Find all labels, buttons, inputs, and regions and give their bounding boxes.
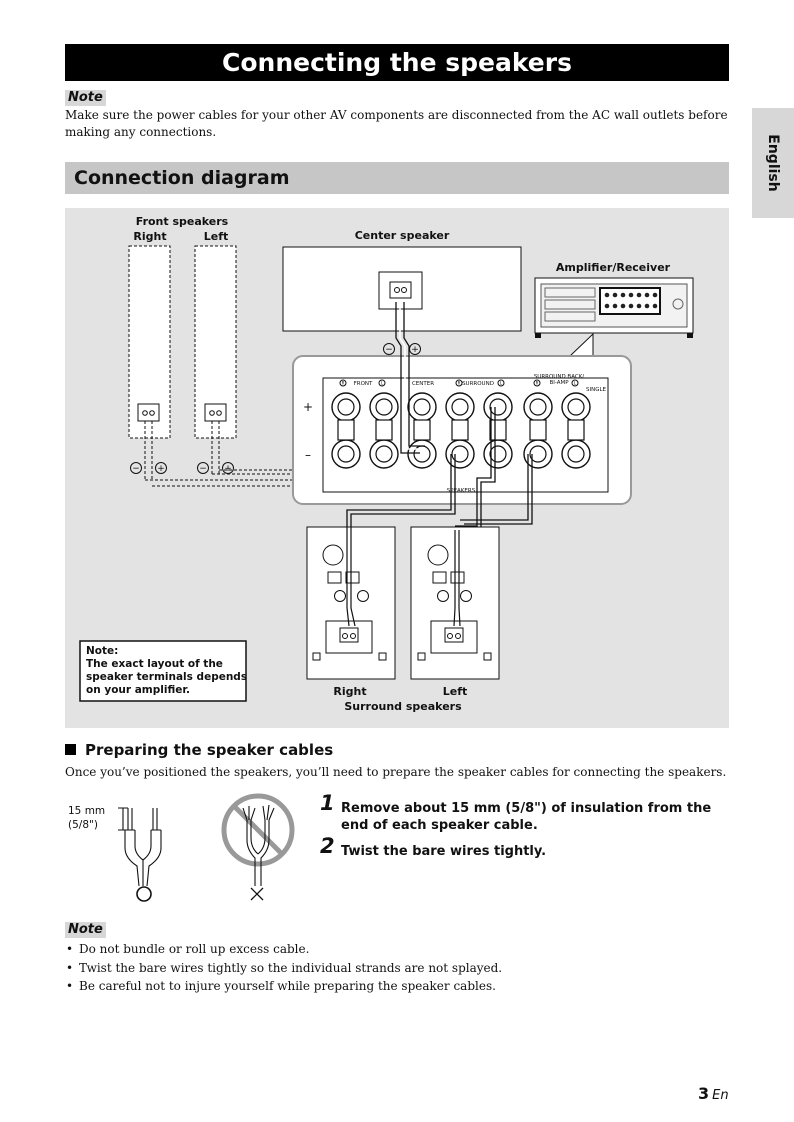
- step-2: 2 Twist the bare wires tightly.: [320, 836, 720, 860]
- l-mark: L: [500, 381, 503, 386]
- svg-text:−: −: [132, 464, 140, 474]
- amplifier-label: Amplifier/Receiver: [556, 261, 671, 274]
- panel-single-label: SINGLE: [586, 387, 607, 393]
- section-header: Connection diagram: [65, 162, 729, 194]
- page-title: Connecting the speakers: [65, 44, 729, 81]
- note-tag: Note: [65, 922, 106, 938]
- list-item: Do not bundle or roll up excess cable.: [65, 940, 502, 959]
- svg-text:−: −: [199, 464, 207, 474]
- step-text: Remove about 15 mm (5/8") of insulation …: [341, 801, 712, 833]
- measure-in: (5/8"): [68, 819, 98, 831]
- r-mark: R: [458, 381, 461, 386]
- plus-sign: +: [303, 400, 313, 414]
- amplifier-receiver: [534, 277, 694, 338]
- surround-left-label: Left: [443, 685, 468, 698]
- note-list: Do not bundle or roll up excess cable. T…: [65, 940, 502, 996]
- measure-mm: 15 mm: [68, 805, 105, 817]
- prep-intro: Once you’ve positioned the speakers, you…: [65, 765, 727, 779]
- inset-note-line: speaker terminals depends: [86, 671, 247, 683]
- cable-prep-illustration: 15 mm (5/8"): [68, 793, 295, 902]
- note-tag: Note: [65, 90, 106, 106]
- step-1: 1 Remove about 15 mm (5/8") of insulatio…: [320, 793, 720, 834]
- panel-surround-label: SURROUND: [462, 381, 494, 387]
- inset-note: Note: The exact layout of the speaker te…: [79, 640, 247, 702]
- language-tab: English: [752, 108, 794, 218]
- panel-center-label: CENTER: [412, 381, 434, 387]
- r-mark: R: [342, 381, 345, 386]
- panel-front-label: FRONT: [354, 381, 373, 387]
- svg-text:+: +: [411, 345, 419, 355]
- step-text: Twist the bare wires tightly.: [341, 844, 547, 859]
- svg-text:−: −: [385, 345, 393, 355]
- svg-text:+: +: [157, 464, 165, 474]
- inset-note-title: Note:: [86, 645, 118, 657]
- prep-heading-text: Preparing the speaker cables: [85, 741, 334, 759]
- surround-speakers-label: Surround speakers: [344, 700, 462, 713]
- step-number: 2: [320, 834, 335, 858]
- panel-surround-back-label: SURROUND BACK/: [534, 374, 584, 380]
- list-item: Be careful not to injure yourself while …: [65, 977, 502, 996]
- prep-heading: Preparing the speaker cables: [65, 741, 333, 759]
- l-mark: L: [381, 381, 384, 386]
- r-mark: R: [536, 381, 539, 386]
- inset-note-line: The exact layout of the: [86, 658, 223, 670]
- front-left-label: Left: [204, 230, 229, 243]
- front-speakers-label: Front speakers: [136, 215, 229, 228]
- svg-text:+: +: [224, 464, 232, 474]
- l-mark: L: [574, 381, 577, 386]
- center-speaker-label: Center speaker: [355, 229, 450, 242]
- panel-bi-amp-label: BI-AMP: [549, 380, 569, 386]
- page-number: 3: [698, 1084, 710, 1103]
- center-speaker: [282, 246, 522, 332]
- front-left-speaker: [194, 245, 237, 439]
- note-text: Make sure the power cables for your othe…: [65, 108, 728, 139]
- square-bullet-icon: [65, 744, 76, 755]
- minus-sign: –: [305, 448, 311, 462]
- list-item: Twist the bare wires tightly so the indi…: [65, 959, 502, 978]
- panel-speakers-label: SPEAKERS: [447, 488, 476, 494]
- front-right-label: Right: [133, 230, 166, 243]
- surround-right-label: Right: [333, 685, 366, 698]
- inset-note-line: on your amplifier.: [86, 684, 190, 696]
- front-right-speaker: [128, 245, 171, 439]
- language-code: En: [712, 1088, 729, 1103]
- section-title: Connection diagram: [74, 167, 290, 189]
- step-number: 1: [320, 791, 335, 815]
- language-tab-label: English: [765, 134, 781, 192]
- connection-diagram: Front speakers Right Left − + − + Center s…: [65, 208, 729, 728]
